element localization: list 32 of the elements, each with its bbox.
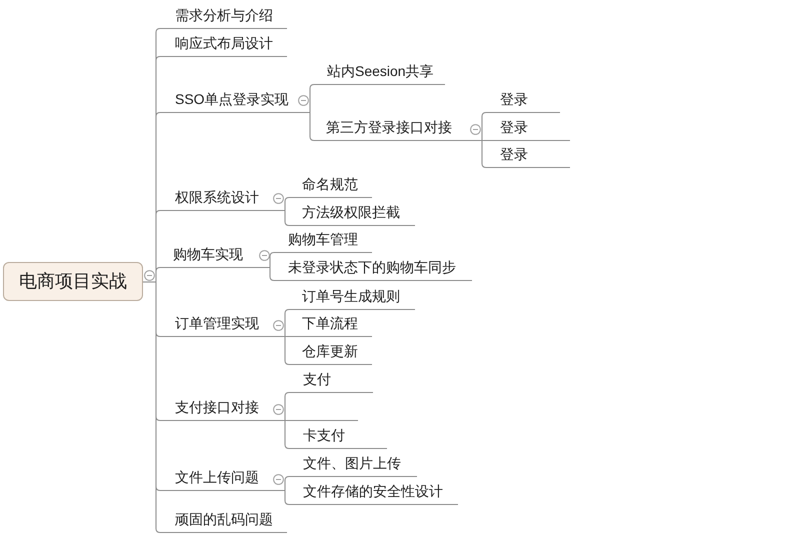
subtopic: 登录 — [486, 87, 560, 113]
central-topic-box: 电商项目实战 — [3, 262, 143, 301]
subtopic: 卡支付 — [289, 423, 387, 449]
subtopic: 方法级权限拦截 — [289, 200, 415, 226]
connector — [296, 112, 314, 141]
subtopic: 下单流程 — [289, 311, 372, 337]
subtopic: 购物车管理 — [274, 227, 372, 253]
subtopic: 文件、图片上传 — [289, 451, 417, 477]
subtopic: 登录 — [486, 142, 570, 168]
topic-underline — [289, 420, 358, 421]
subtopic: 订单号生成规则 — [289, 284, 415, 310]
subtopic: 登录 — [486, 115, 570, 141]
subtopic: 文件存储的安全性设计 — [289, 479, 458, 505]
branch-topic: 购物车实现 — [160, 242, 258, 268]
branch-topic: 需求分析与介绍 — [160, 3, 287, 29]
connector — [466, 140, 486, 168]
subtopic: 未登录状态下的购物车同步 — [274, 255, 472, 281]
connector — [272, 490, 290, 505]
branch-topic: 顽固的乱码问题 — [160, 507, 287, 533]
connector — [258, 267, 274, 281]
branch-topic: 支付接口对接 — [160, 395, 272, 421]
subtopic: 站内Seesion共享 — [314, 59, 445, 85]
subtopic: 命名规范 — [289, 172, 372, 198]
branch-topic: 订单管理实现 — [160, 311, 272, 337]
subtopic: 第三方登录接口对接 — [314, 115, 466, 141]
subtopic: 仓库更新 — [289, 339, 372, 365]
subtopic: 支付 — [289, 367, 373, 393]
branch-topic: SSO单点登录实现 — [160, 87, 296, 113]
branch-topic: 权限系统设计 — [160, 185, 272, 211]
branch-topic: 响应式布局设计 — [160, 31, 287, 57]
connector — [272, 210, 290, 226]
branch-topic: 文件上传问题 — [160, 465, 272, 491]
